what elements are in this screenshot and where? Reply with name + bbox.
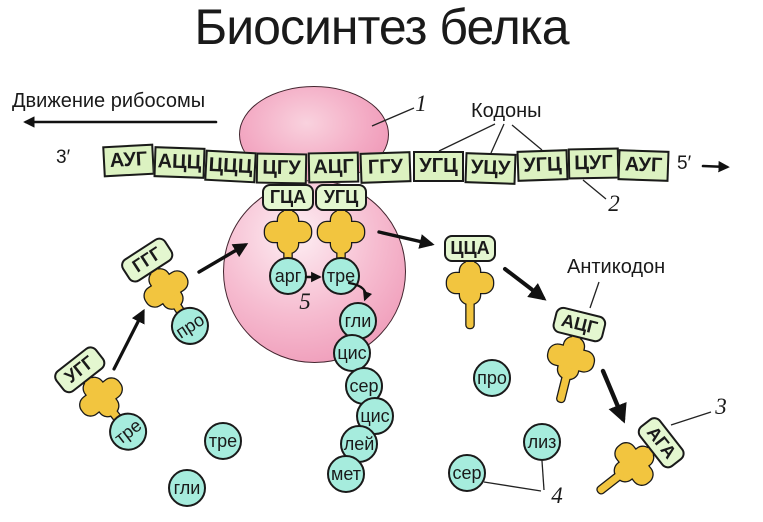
protein-chain-amino: мет (327, 455, 365, 493)
page-title: Биосинтез белка (194, 0, 569, 55)
trna-leaving-ribosome-right: ЦЦА (442, 235, 498, 351)
pointer-line-4-ser (483, 481, 542, 492)
callout-number: 2 (608, 191, 620, 216)
mrna-codon: УЦУ (464, 152, 517, 185)
cca-to-acg-arrow (503, 267, 547, 301)
ribosome-movement-label: Движение рибосомы (12, 90, 206, 112)
free-amino-acid: тре (204, 422, 242, 460)
protein-chain-amino: сер (345, 367, 383, 405)
mrna-codon: ЦГУ (255, 152, 308, 185)
trna-cross-icon (76, 367, 132, 435)
mrna-codon: АЦГ (307, 151, 360, 184)
mrna-3prime-label: 3′ (56, 147, 71, 168)
mrna-codon: ГГУ (359, 151, 412, 184)
mrna-5prime-label: 5′ (677, 153, 692, 174)
ribosome-large-subunit (223, 180, 406, 363)
mrna-codon: АУГ (102, 143, 155, 178)
pointer-line-codons-mid (490, 123, 505, 154)
trna-free-right: АЦГ (527, 305, 609, 431)
free-amino-acid: лиз (523, 423, 561, 461)
free-amino-acid: сер (448, 454, 486, 492)
callout-number: 4 (551, 483, 563, 508)
protein-chain-amino: гли (339, 302, 377, 340)
trna-ribosome-a-site: УГЦ тре (313, 184, 369, 300)
anticodon-annotation: Антикодон (567, 256, 666, 278)
trna-free-bottom-right: АГА (563, 412, 689, 522)
free-amino-acid: гли (168, 469, 206, 507)
free-amino-acid: про (473, 359, 511, 397)
amino-acid-circle: тре (322, 257, 360, 295)
anticodon-label-box: ЦЦА (444, 235, 496, 262)
pointer-line-codons-left (438, 123, 496, 152)
codons-annotation: Кодоны (471, 100, 542, 122)
trna-cross-icon (143, 258, 194, 329)
pointer-line-codons-right (511, 124, 543, 151)
mrna-codon: ЦУГ (567, 147, 620, 180)
pointer-line-3 (670, 411, 712, 426)
mrna-codon: УГЦ (516, 149, 569, 182)
acg-to-aga-arrow (600, 368, 627, 424)
mrna-codon: АУГ (617, 149, 670, 182)
anticodon-label-box: УГЦ (315, 184, 367, 211)
trna-ribosome-p-site: ГЦА арг (260, 184, 316, 300)
anticodon-label-box: ГЦА (262, 184, 314, 211)
pointer-line-4-liz (541, 460, 545, 491)
pointer-line-anticodon (589, 281, 600, 309)
pointer-line-2 (582, 179, 607, 200)
callout-number: 5 (299, 289, 311, 314)
callout-number: 3 (715, 394, 727, 419)
amino-acid-circle: арг (269, 257, 307, 295)
ugg-to-ggg-arrow (112, 308, 145, 371)
mrna-codon: АЦЦ (153, 146, 206, 179)
mrna-codon: ЦЦЦ (204, 149, 257, 184)
callout-number: 1 (415, 91, 427, 116)
mrna-direction-arrow (701, 160, 730, 173)
mrna-codon: УГЦ (413, 151, 464, 182)
